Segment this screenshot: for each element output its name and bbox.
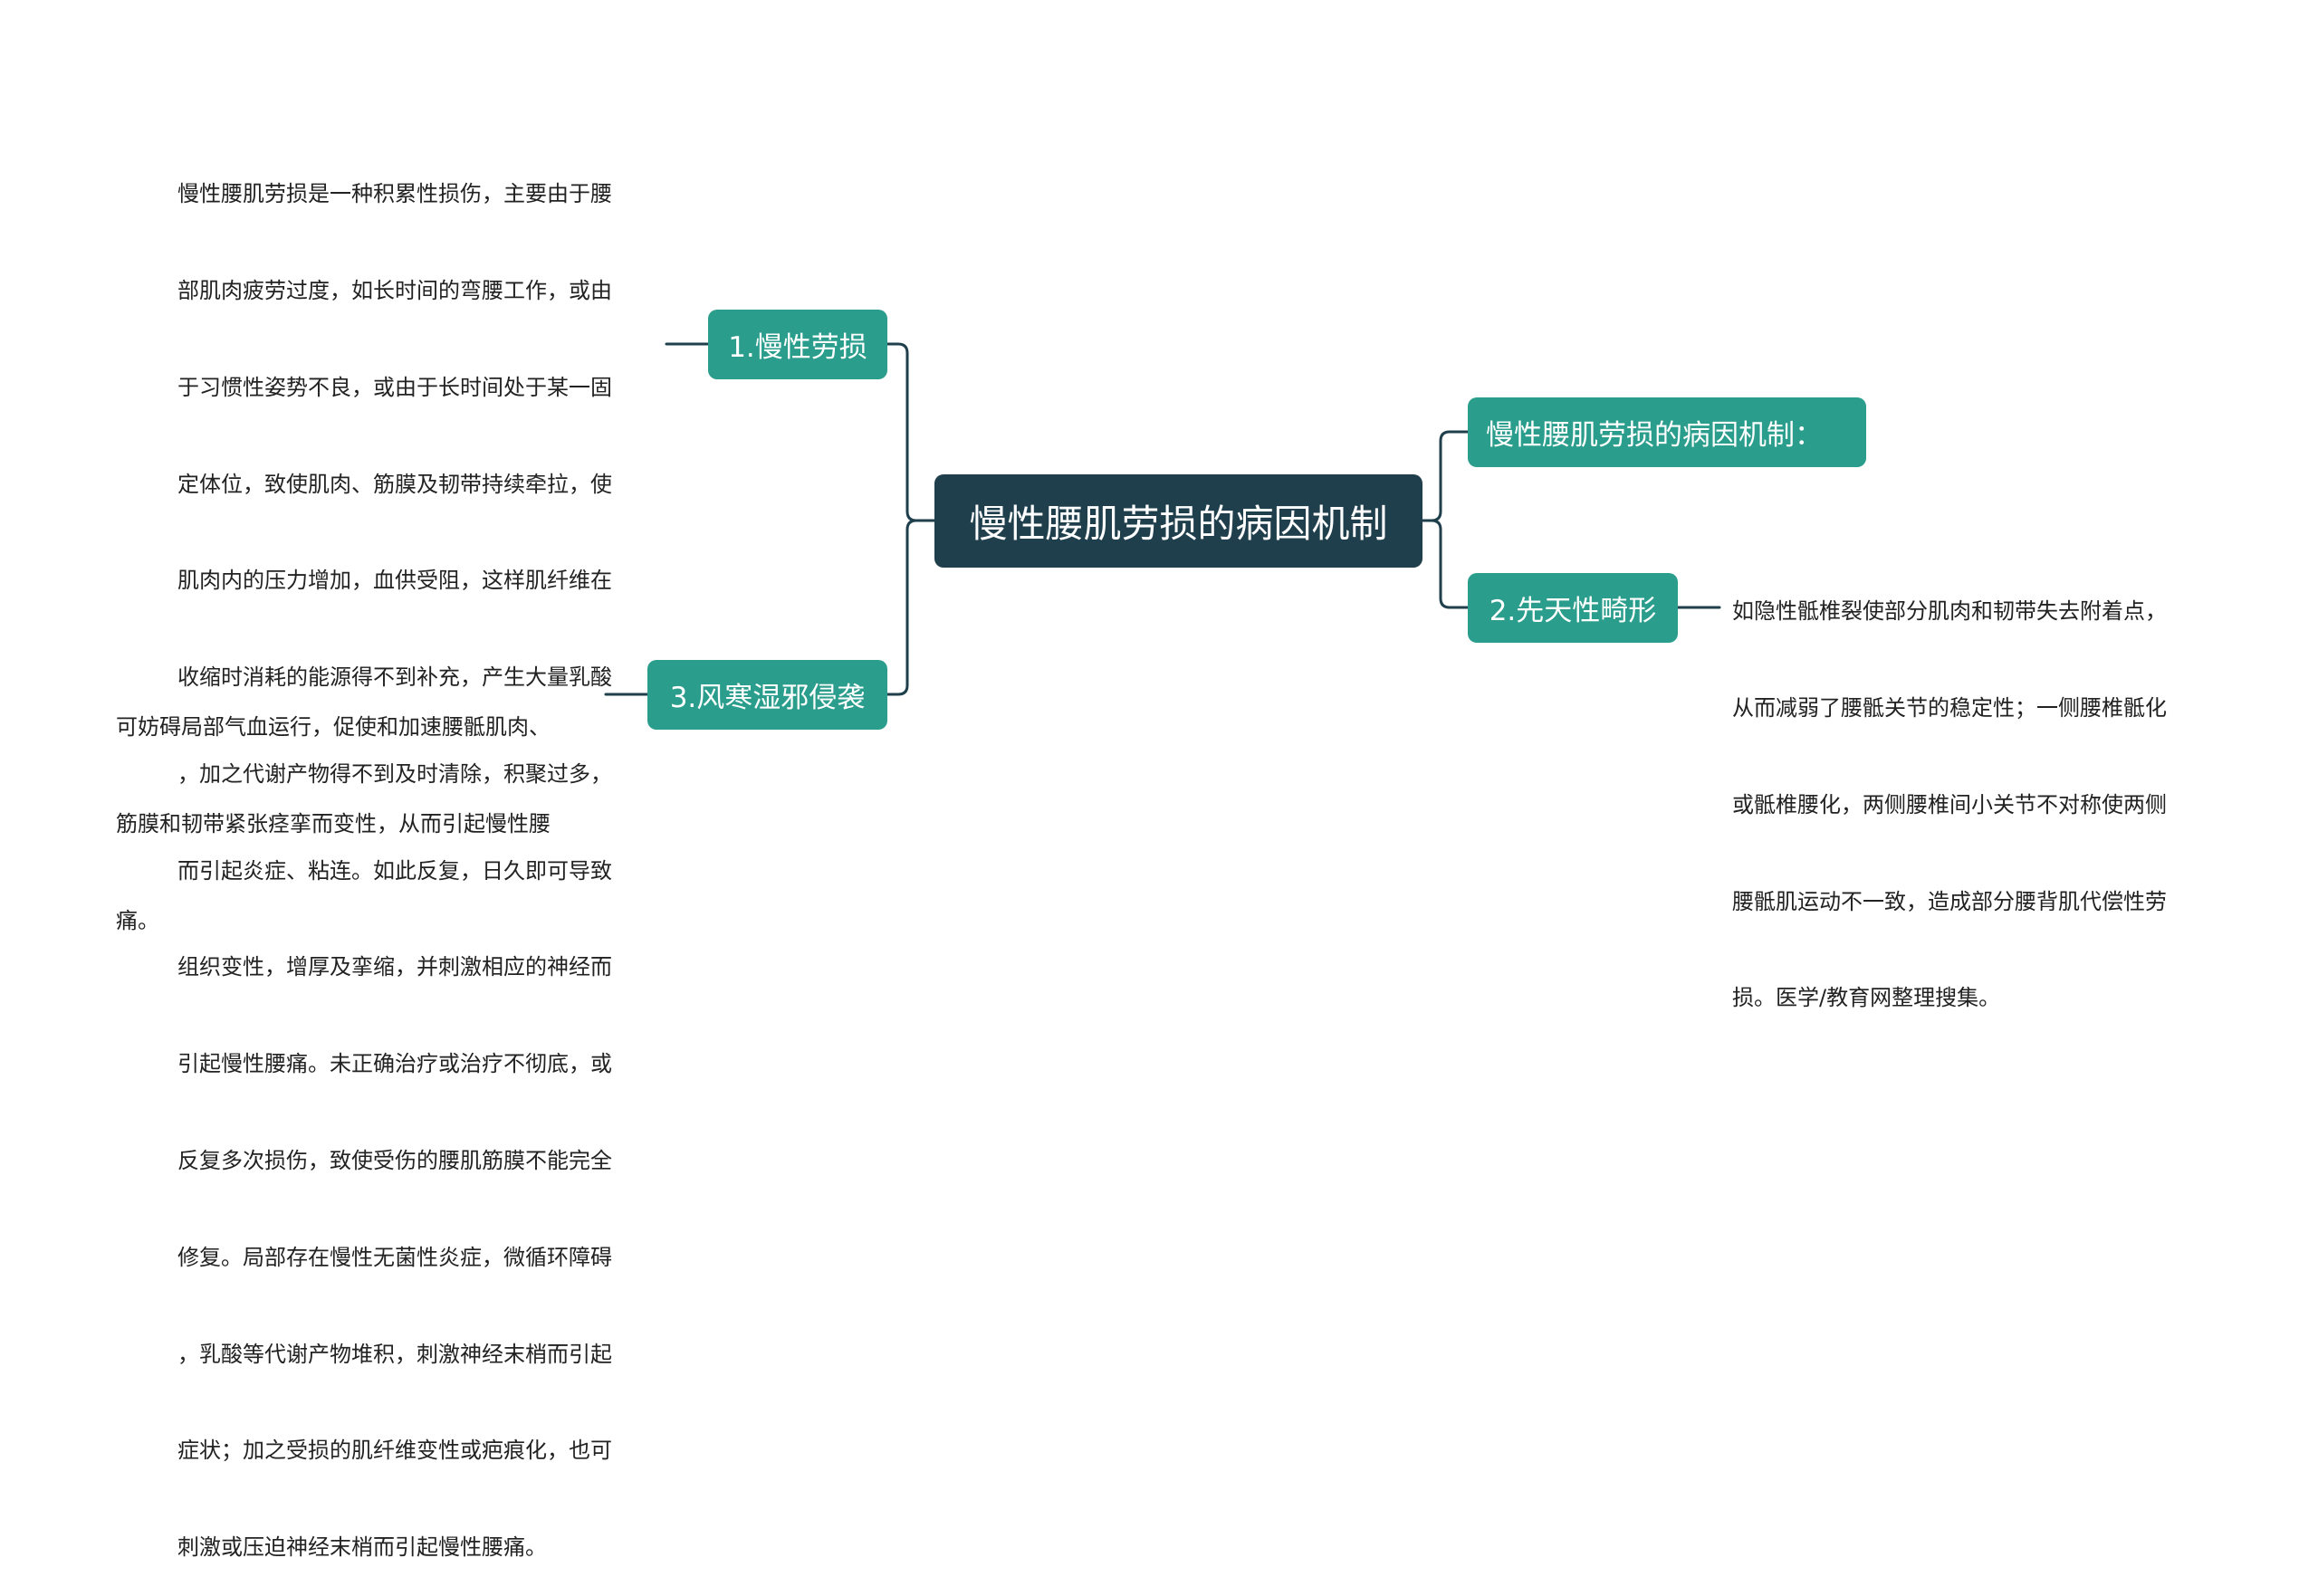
detail-line: 如隐性骶椎裂使部分肌肉和韧带失去附着点， (1732, 598, 2167, 625)
detail-line: ，加之代谢产物得不到及时清除，积聚过多， (177, 760, 612, 787)
detail-line: 引起慢性腰痛。未正确治疗或治疗不彻底，或 (177, 1051, 612, 1077)
detail-line: ，乳酸等代谢产物堆积，刺激神经末梢而引起 (177, 1341, 612, 1367)
branch-mechanism-heading[interactable]: 慢性腰肌劳损的病因机制： (1468, 397, 1866, 467)
detail-line: 收缩时消耗的能源得不到补充，产生大量乳酸 (177, 664, 612, 691)
root-topic-label: 慢性腰肌劳损的病因机制 (969, 502, 1388, 546)
connector-lines (604, 342, 1721, 696)
detail-text-wind-cold-damp: 可妨碍局部气血运行，促使和加速腰骶肌肉、 筋膜和韧带紧张痉挛而变性，从而引起慢性… (116, 647, 551, 970)
detail-line: 肌肉内的压力增加，血供受阻，这样肌纤维在 (177, 568, 612, 594)
detail-line: 或骶椎腰化，两侧腰椎间小关节不对称使两侧 (1732, 791, 2167, 817)
connector-root-to-b2 (1421, 519, 1470, 609)
detail-line: 筋膜和韧带紧张痉挛而变性，从而引起慢性腰 (116, 810, 551, 836)
detail-line: 症状；加之受损的肌纤维变性或疤痕化，也可 (177, 1438, 612, 1464)
detail-line: 反复多次损伤，致使受伤的腰肌筋膜不能完全 (177, 1148, 612, 1173)
detail-line: 慢性腰肌劳损是一种积累性损伤，主要由于腰 (177, 181, 612, 207)
detail-line: 部肌肉疲劳过度，如长时间的弯腰工作，或由 (177, 277, 612, 303)
detail-line: 可妨碍局部气血运行，促使和加速腰骶肌肉、 (116, 714, 551, 741)
root-topic[interactable]: 慢性腰肌劳损的病因机制 (934, 474, 1422, 568)
detail-line: 腰骶肌运动不一致，造成部分腰背肌代偿性劳 (1732, 888, 2167, 914)
detail-line: 从而减弱了腰骶关节的稳定性；一侧腰椎骶化 (1732, 694, 2167, 721)
connector-root-to-b0 (1421, 430, 1470, 522)
connector-root-to-b1 (886, 342, 936, 522)
branch-congenital-deformity[interactable]: 2.先天性畸形 (1468, 573, 1678, 643)
branch-chronic-strain-label: 1.慢性劳损 (728, 331, 867, 364)
detail-line: 刺激或压迫神经末梢而引起慢性腰痛。 (177, 1534, 547, 1561)
branch-wind-cold-damp-label: 3.风寒湿邪侵袭 (669, 682, 866, 714)
detail-line: 痛。 (116, 907, 159, 933)
branch-mechanism-heading-label: 慢性腰肌劳损的病因机制： (1486, 419, 1823, 452)
detail-line: 损。医学/教育网整理搜集。 (1732, 985, 2001, 1011)
branch-wind-cold-damp[interactable]: 3.风寒湿邪侵袭 (647, 660, 887, 730)
detail-text-congenital-deformity: 如隐性骶椎裂使部分肌肉和韧带失去附着点， 从而减弱了腰骶关节的稳定性；一侧腰椎骶… (1732, 531, 2167, 1047)
detail-line: 修复。局部存在慢性无菌性炎症，微循环障碍 (177, 1244, 612, 1270)
detail-line: 于习惯性姿势不良，或由于长时间处于某一固 (177, 374, 612, 400)
branch-congenital-deformity-label: 2.先天性畸形 (1489, 595, 1657, 627)
connector-root-to-b3 (886, 519, 936, 696)
detail-line: 定体位，致使肌肉、筋膜及韧带持续牵拉，使 (177, 471, 612, 497)
branch-chronic-strain[interactable]: 1.慢性劳损 (708, 310, 887, 379)
